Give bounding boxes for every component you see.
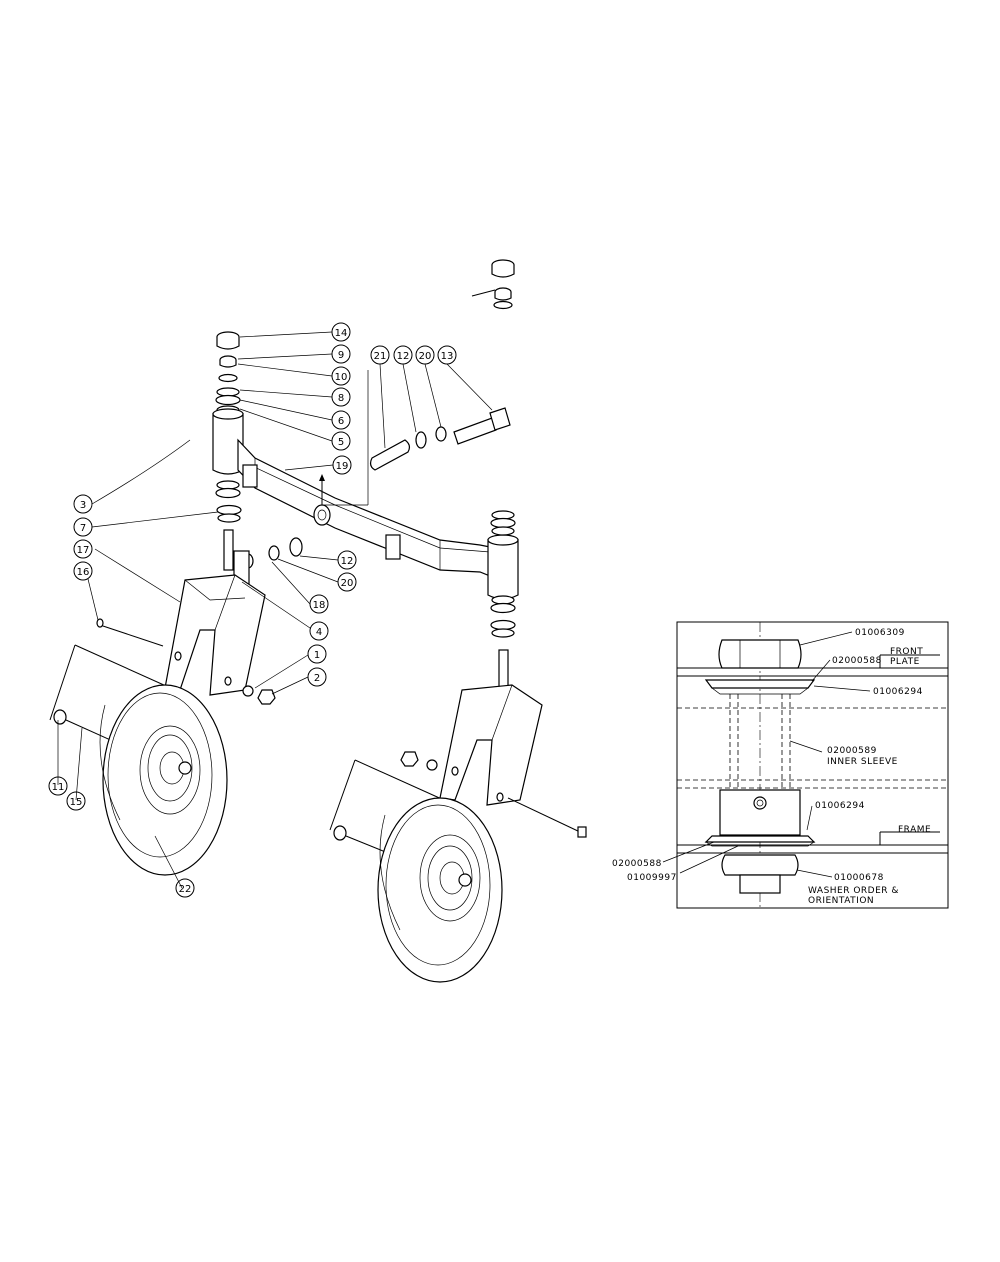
left-wheel bbox=[49, 644, 228, 876]
inner-sleeve-label: INNER SLEEVE bbox=[827, 757, 898, 767]
svg-text:1: 1 bbox=[314, 650, 320, 661]
right-pivot-hardware bbox=[471, 259, 516, 638]
svg-text:21: 21 bbox=[374, 351, 387, 362]
part-number-01009997: 01009997 bbox=[627, 873, 677, 883]
part-number-01006309: 01006309 bbox=[855, 628, 905, 638]
svg-text:12: 12 bbox=[397, 351, 410, 362]
leader-lines bbox=[57, 331, 493, 889]
frame-label: FRAME bbox=[898, 825, 931, 835]
callout-20-top: 20 bbox=[415, 345, 435, 365]
part-number-01006294-top: 01006294 bbox=[873, 687, 923, 697]
callout-8: 8 bbox=[331, 387, 351, 407]
callout-2: 2 bbox=[307, 667, 327, 687]
svg-text:20: 20 bbox=[419, 351, 432, 362]
svg-text:2: 2 bbox=[314, 673, 320, 684]
part-number-02000588-top: 02000588 bbox=[832, 656, 882, 666]
part-number-02000589: 02000589 bbox=[827, 746, 877, 756]
svg-text:5: 5 bbox=[338, 437, 344, 448]
part-number-02000588-bottom: 02000588 bbox=[612, 859, 662, 869]
svg-text:16: 16 bbox=[77, 567, 90, 578]
svg-text:15: 15 bbox=[70, 797, 83, 808]
callout-20-bottom: 20 bbox=[337, 572, 357, 592]
callout-10: 10 bbox=[331, 366, 351, 386]
callout-9: 9 bbox=[331, 344, 351, 364]
callout-17: 17 bbox=[73, 539, 93, 559]
svg-text:7: 7 bbox=[80, 523, 86, 534]
callout-15: 15 bbox=[66, 791, 86, 811]
svg-text:17: 17 bbox=[77, 545, 90, 556]
left-pivot-hardware bbox=[215, 331, 241, 415]
callout-14: 14 bbox=[331, 322, 351, 342]
callout-18: 18 bbox=[309, 594, 329, 614]
axle-beam bbox=[212, 370, 519, 600]
callout-12-top: 12 bbox=[393, 345, 413, 365]
washer-order-label-2: ORIENTATION bbox=[808, 896, 874, 906]
callout-22: 22 bbox=[175, 878, 195, 898]
callout-3: 3 bbox=[73, 494, 93, 514]
svg-text:6: 6 bbox=[338, 416, 344, 427]
svg-text:22: 22 bbox=[179, 884, 192, 895]
callout-13: 13 bbox=[437, 345, 457, 365]
callout-1: 1 bbox=[307, 644, 327, 664]
front-plate-label-2: PLATE bbox=[890, 657, 920, 667]
svg-text:8: 8 bbox=[338, 393, 344, 404]
svg-text:13: 13 bbox=[441, 351, 454, 362]
washer-order-detail-view: 01006309 02000588 FRONT PLATE 01006294 0… bbox=[612, 621, 949, 909]
svg-text:3: 3 bbox=[80, 500, 86, 511]
callout-5: 5 bbox=[331, 431, 351, 451]
callout-4: 4 bbox=[309, 621, 329, 641]
pivot-pin-hardware bbox=[242, 407, 511, 569]
callout-21: 21 bbox=[370, 345, 390, 365]
callout-11: 11 bbox=[48, 776, 68, 796]
left-lower-bearings bbox=[215, 480, 242, 523]
svg-text:4: 4 bbox=[316, 627, 322, 638]
callout-6: 6 bbox=[331, 410, 351, 430]
part-number-01006294-bottom: 01006294 bbox=[815, 801, 865, 811]
right-caster-fork bbox=[400, 649, 587, 838]
callout-16: 16 bbox=[73, 561, 93, 581]
left-caster-fork bbox=[96, 529, 276, 705]
svg-text:19: 19 bbox=[336, 461, 349, 472]
svg-text:11: 11 bbox=[52, 782, 65, 793]
caster-assembly-drawing: 14 9 10 8 6 5 3 7 17 16 11 15 22 21 12 2… bbox=[48, 259, 587, 983]
part-number-01000678: 01000678 bbox=[834, 873, 884, 883]
svg-text:20: 20 bbox=[341, 578, 354, 589]
detail-labels: 01006309 02000588 FRONT PLATE 01006294 0… bbox=[612, 628, 931, 906]
svg-text:10: 10 bbox=[335, 372, 348, 383]
callout-7: 7 bbox=[73, 517, 93, 537]
right-wheel bbox=[329, 759, 503, 983]
washer-order-label-1: WASHER ORDER & bbox=[808, 886, 899, 896]
svg-text:12: 12 bbox=[341, 556, 354, 567]
svg-text:14: 14 bbox=[335, 328, 348, 339]
front-plate-label-1: FRONT bbox=[890, 647, 923, 657]
svg-text:9: 9 bbox=[338, 350, 344, 361]
callout-19: 19 bbox=[332, 455, 352, 475]
callout-balloons: 14 9 10 8 6 5 3 7 17 16 11 15 22 21 12 2… bbox=[48, 322, 457, 898]
svg-text:18: 18 bbox=[313, 600, 326, 611]
callout-12-bottom: 12 bbox=[337, 550, 357, 570]
